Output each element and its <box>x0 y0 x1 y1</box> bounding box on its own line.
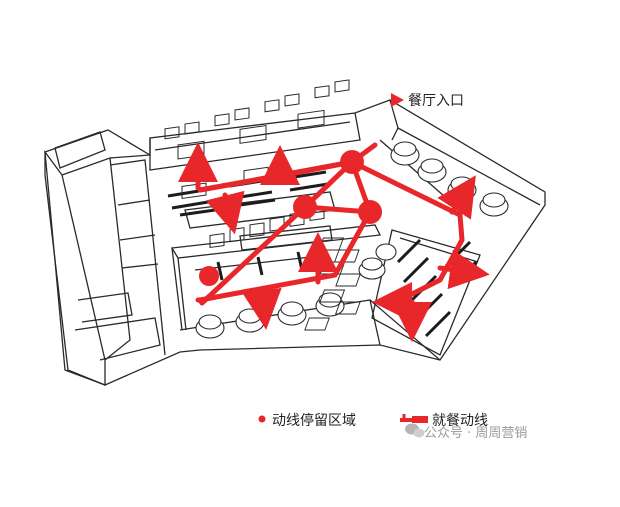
flow-arrow-mid-down <box>241 287 282 330</box>
dwell-zone-left <box>199 266 219 286</box>
dwell-zone-hub <box>340 150 364 174</box>
flow-path-hub-triangle <box>302 159 373 215</box>
red-arrow-line-icon <box>400 414 428 423</box>
red-dot-icon <box>258 415 266 423</box>
top-booth-seating <box>164 79 350 140</box>
dwell-zone-right <box>358 200 382 224</box>
triangle-icon <box>391 93 404 107</box>
entrance-label: 餐厅入口 <box>408 93 464 109</box>
dwell-zone-center <box>293 195 317 219</box>
legend-dwell-zone-label: 动线停留区域 <box>272 413 356 429</box>
dining-flow-paths <box>178 142 490 342</box>
flow-arrow-booth-right <box>437 249 490 290</box>
watermark-label: 公众号 · 周周营销 <box>424 426 528 441</box>
flow-path-right-up <box>437 175 476 220</box>
flow-arrow-mid-left <box>205 190 245 235</box>
flow-path-right <box>349 159 465 308</box>
wechat-icon <box>405 423 425 438</box>
legend-dining-path-label: 就餐动线 <box>432 413 488 429</box>
dwell-zones <box>199 150 382 286</box>
